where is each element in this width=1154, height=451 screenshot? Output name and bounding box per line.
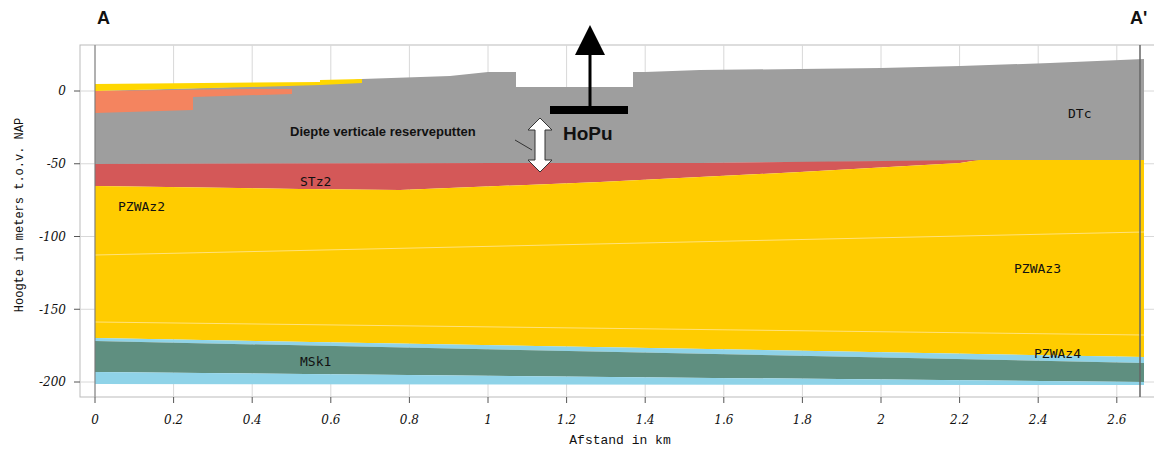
section-end: A bbox=[97, 8, 110, 29]
tick-label: -100 bbox=[39, 230, 66, 244]
tick-label: 1.6 bbox=[714, 413, 733, 427]
layer-code: PZWAz3 bbox=[1014, 261, 1061, 276]
tick-label: -50 bbox=[47, 157, 66, 171]
tick-label: -150 bbox=[39, 303, 66, 317]
tick-label: 2.6 bbox=[1107, 413, 1126, 427]
tick-label: 0.8 bbox=[400, 413, 419, 427]
tick-label: 0.4 bbox=[243, 413, 262, 427]
well-name: HoPu bbox=[563, 123, 613, 145]
tick-label: 0.6 bbox=[321, 413, 340, 427]
layer-code: STz2 bbox=[300, 174, 331, 189]
axis-title: Hoogte in meters t.o.v. NAP bbox=[13, 118, 27, 312]
layer-band: MSk1 bbox=[300, 352, 331, 370]
layer-code: PZWAz2 bbox=[118, 199, 165, 214]
tick-label: 1.8 bbox=[793, 413, 812, 427]
tick-label: 2.4 bbox=[1029, 413, 1048, 427]
axis-title: Afstand in km bbox=[569, 433, 670, 448]
tick-label: 1.4 bbox=[636, 413, 655, 427]
layer-code: DTc bbox=[1068, 106, 1091, 121]
tick-label: 2 bbox=[877, 413, 885, 427]
tick-label: 0 bbox=[91, 413, 99, 427]
layer-band: PZWAz2 bbox=[118, 197, 165, 215]
tick-label: 1.2 bbox=[557, 413, 576, 427]
tick-label: -200 bbox=[39, 375, 66, 389]
layer-band: STz2 bbox=[300, 172, 331, 190]
layer-band: DTc bbox=[1068, 104, 1091, 122]
section-end: A' bbox=[1130, 8, 1147, 29]
tick-label: 0.2 bbox=[164, 413, 183, 427]
tick-label: 0 bbox=[58, 84, 66, 98]
layer-band: PZWAz3 bbox=[1014, 259, 1061, 277]
tick-label: 1 bbox=[484, 413, 492, 427]
callout-label: Diepte verticale reserveputten bbox=[290, 124, 476, 139]
layer-band: PZWAz4 bbox=[1034, 344, 1081, 362]
layer-code: PZWAz4 bbox=[1034, 346, 1081, 361]
tick-label: 2.2 bbox=[950, 413, 969, 427]
layer-code: MSk1 bbox=[300, 354, 331, 369]
